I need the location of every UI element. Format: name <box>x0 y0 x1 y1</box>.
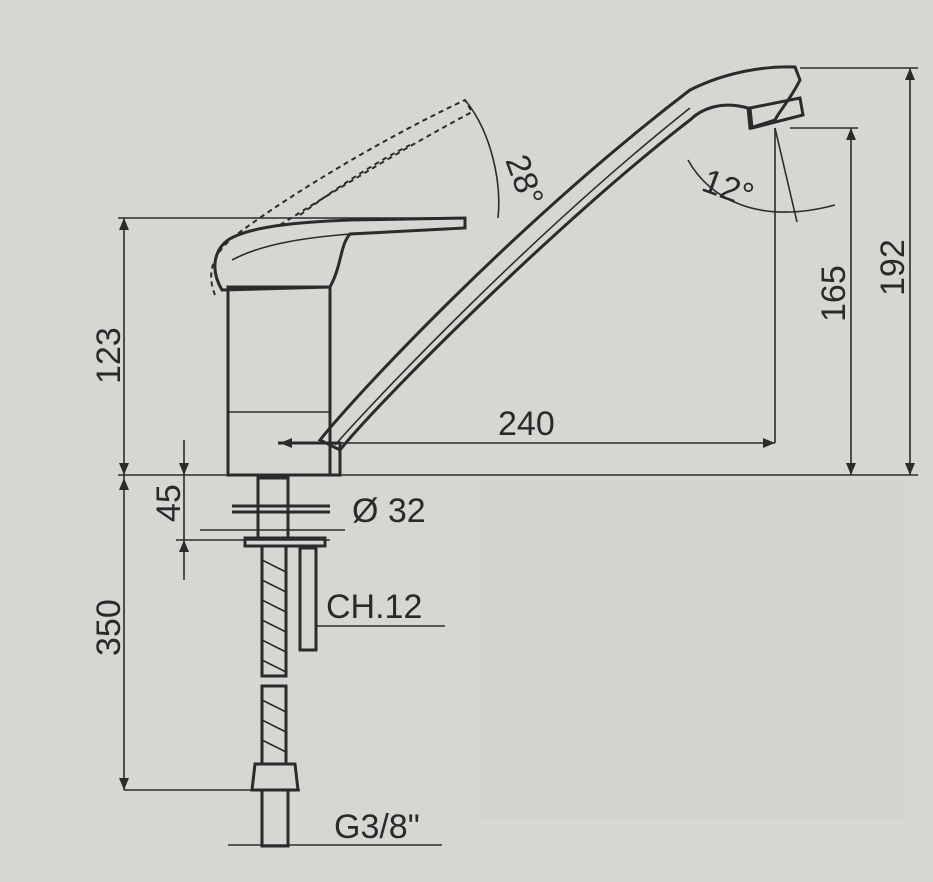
dimension-lines <box>118 67 918 846</box>
hose-length-label: 350 <box>90 599 128 656</box>
spout-tube <box>317 65 802 452</box>
background-panel <box>480 480 910 820</box>
outlet-height-label: 165 <box>815 265 853 322</box>
hose-lower <box>260 684 288 766</box>
dimension-labels: 28° 12° 165 192 123 240 45 Ø 32 CH.12 35… <box>90 150 912 846</box>
reach-label: 240 <box>498 405 555 443</box>
diameter-label: Ø 32 <box>352 492 426 530</box>
spout-angle-arc <box>687 159 836 213</box>
hose-braid-pattern <box>261 559 287 673</box>
spout-aerator <box>748 96 805 130</box>
shank-length-label: 45 <box>150 484 188 522</box>
wrench-size-label: CH.12 <box>326 588 422 626</box>
body-height-label: 123 <box>90 327 128 384</box>
total-height-label: 192 <box>874 239 912 296</box>
faucet-cylinder <box>226 285 332 477</box>
lever-raised-outline <box>210 98 474 296</box>
lever-underside <box>231 233 351 261</box>
handle-angle-label: 28° <box>497 150 550 211</box>
background-texture <box>480 480 910 820</box>
hose-end-fitting <box>260 788 290 848</box>
spout-edge-line <box>334 107 691 446</box>
handle-angle-arc <box>464 99 500 219</box>
thread-label: G3/8" <box>334 808 420 846</box>
threaded-shank <box>256 476 290 540</box>
lever-head <box>213 216 467 292</box>
hose-braid-pattern-lower <box>261 699 287 753</box>
spout-angle-ray <box>774 127 798 223</box>
faucet-body <box>210 98 474 477</box>
spout <box>317 65 805 452</box>
tie-rod <box>298 546 318 652</box>
lever-raised-inner <box>299 144 411 216</box>
hose-fitting-nut <box>250 762 300 792</box>
hose-upper <box>260 544 288 678</box>
